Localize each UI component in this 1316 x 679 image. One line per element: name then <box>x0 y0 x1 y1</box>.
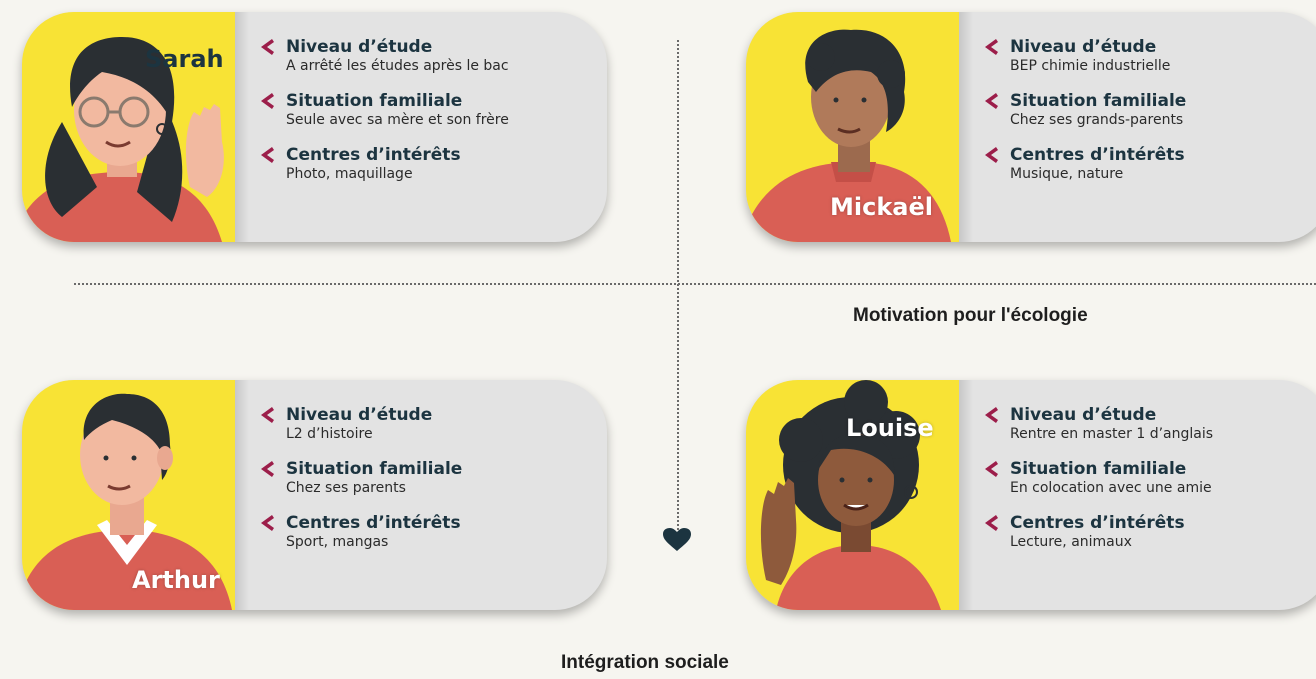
portrait-sarah <box>22 37 224 242</box>
axis-label-social: Intégration sociale <box>561 652 729 673</box>
persona-name: Louise <box>846 414 934 442</box>
chevron-left-icon <box>261 147 274 163</box>
info-item-study: Niveau d’étude A arrêté les études après… <box>260 37 509 76</box>
info-item-study: Niveau d’étude Rentre en master 1 d’angl… <box>984 405 1213 444</box>
info-item-study: Niveau d’étude BEP chimie industrielle <box>984 37 1186 76</box>
persona-name: Arthur <box>132 566 220 594</box>
vertical-axis-line <box>677 40 679 530</box>
info-item-interests: Centres d’intérêts Musique, nature <box>984 145 1186 184</box>
chevron-left-icon <box>985 407 998 423</box>
chevron-left-icon <box>261 93 274 109</box>
info-item-family: Situation familiale En colocation avec u… <box>984 459 1213 498</box>
info-item-family: Situation familiale Chez ses parents <box>260 459 462 498</box>
portrait-louise <box>760 380 941 610</box>
chevron-left-icon <box>985 93 998 109</box>
heart-icon <box>663 528 691 551</box>
persona-card-louise: Louise Niveau d’étude Rentre en master 1… <box>746 380 1316 610</box>
portrait-mickael <box>746 29 951 242</box>
persona-card-sarah: Sarah Niveau d’étude A arrêté les études… <box>22 12 607 242</box>
info-item-interests: Centres d’intérêts Lecture, animaux <box>984 513 1213 552</box>
axis-label-ecology: Motivation pour l'écologie <box>853 305 1088 326</box>
persona-info: Niveau d’étude A arrêté les études après… <box>260 37 509 199</box>
info-item-interests: Centres d’intérêts Photo, maquillage <box>260 145 509 184</box>
info-item-family: Situation familiale Seule avec sa mère e… <box>260 91 509 130</box>
portrait-arthur <box>22 393 232 610</box>
chevron-left-icon <box>261 39 274 55</box>
horizontal-axis-line <box>74 283 1316 285</box>
chevron-left-icon <box>985 515 998 531</box>
info-item-interests: Centres d’intérêts Sport, mangas <box>260 513 462 552</box>
persona-info: Niveau d’étude Rentre en master 1 d’angl… <box>984 405 1213 567</box>
chevron-left-icon <box>985 147 998 163</box>
chevron-left-icon <box>261 515 274 531</box>
chevron-left-icon <box>985 461 998 477</box>
persona-info: Niveau d’étude BEP chimie industrielle S… <box>984 37 1186 199</box>
chevron-left-icon <box>261 461 274 477</box>
persona-name: Mickaël <box>830 193 933 221</box>
chevron-left-icon <box>985 39 998 55</box>
persona-name: Sarah <box>145 45 224 73</box>
persona-info: Niveau d’étude L2 d’histoire Situation f… <box>260 405 462 567</box>
persona-card-arthur: Arthur Niveau d’étude L2 d’histoire Situ… <box>22 380 607 610</box>
chevron-left-icon <box>261 407 274 423</box>
info-item-family: Situation familiale Chez ses grands-pare… <box>984 91 1186 130</box>
info-item-study: Niveau d’étude L2 d’histoire <box>260 405 462 444</box>
persona-card-mickael: Mickaël Niveau d’étude BEP chimie indust… <box>746 12 1316 242</box>
